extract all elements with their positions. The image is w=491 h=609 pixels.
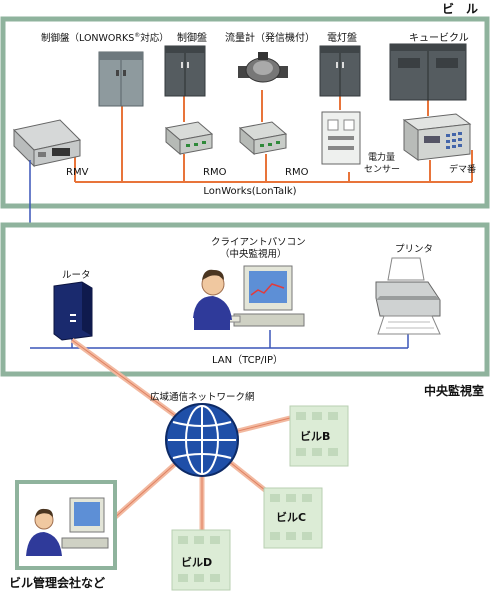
globe-icon — [165, 403, 239, 477]
management-label: ビル管理会社など — [9, 575, 105, 590]
router — [53, 281, 93, 341]
router-label: ルータ — [62, 270, 91, 281]
rmo-module-1 — [164, 121, 214, 156]
rmo-module-2 — [238, 121, 288, 156]
lighting-panel-label: 電灯盤 — [327, 31, 357, 44]
demand-unit-label: デマ番 — [449, 163, 476, 175]
rmv-device — [12, 119, 82, 168]
rmv-label: RMV — [66, 167, 89, 178]
control-room-title: 中央監視室 — [424, 383, 484, 398]
power-sensor-label-2: センサー — [364, 164, 400, 175]
power-sensor-label-1: 電力量 — [368, 151, 395, 163]
management-operator — [26, 508, 62, 556]
building-b-label: ビルB — [300, 429, 330, 443]
power-sensor — [321, 111, 361, 165]
lonworks-bus-label: LonWorks(LonTalk) — [203, 186, 296, 197]
cubicle-label: キュービクル — [409, 32, 469, 44]
building-title: ビ ル — [442, 1, 478, 16]
lan-label: LAN（TCP/IP） — [212, 354, 283, 366]
client-pc — [215, 265, 305, 327]
building-c-icon — [263, 487, 323, 549]
operator-figure — [193, 269, 232, 330]
client-pc-label-2: （中央監視用） — [220, 248, 287, 260]
wan-label: 広域通信ネットワーク網 — [150, 391, 255, 403]
lighting-panel — [319, 45, 361, 97]
building-d-label: ビルD — [181, 555, 212, 569]
building-d-icon — [171, 529, 231, 591]
management-pc — [61, 497, 109, 549]
cabinet-label: 制御盤 — [177, 31, 207, 44]
flow-meter-label: 流量計（発信機付） — [225, 31, 315, 44]
building-b-icon — [289, 405, 349, 467]
rmo-label-2: RMO — [285, 167, 309, 178]
building-c-label: ビルC — [276, 510, 306, 524]
cubicle — [389, 43, 467, 101]
cabinet-lonworks-label: 制御盤（LONWORKS®対応） — [41, 32, 169, 44]
flow-meter — [238, 52, 288, 83]
client-pc-label-1: クライアントパソコン — [211, 237, 306, 248]
printer-label: プリンタ — [395, 244, 433, 255]
rmo-label-1: RMO — [203, 167, 227, 178]
demand-unit — [402, 113, 472, 161]
control-cabinet — [164, 45, 206, 97]
printer — [375, 257, 441, 335]
cabinet-lonworks — [98, 51, 144, 107]
